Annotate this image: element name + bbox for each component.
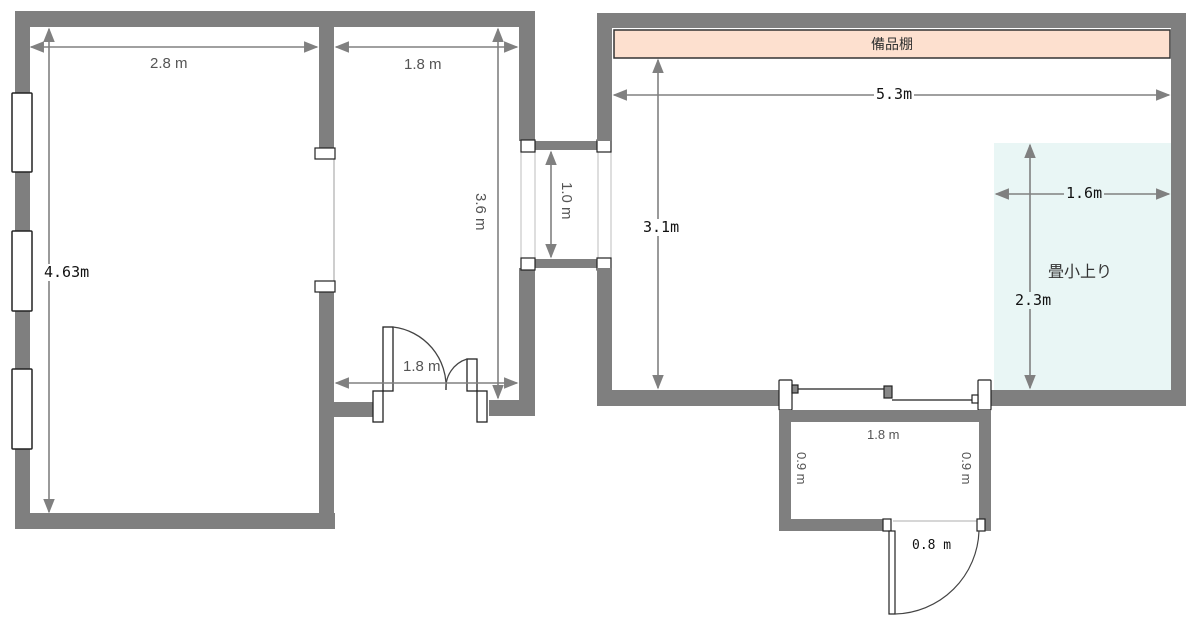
vestibule-width-label: 1.8 m [867, 427, 900, 442]
supply-shelf [613, 29, 1171, 59]
vestibule-door-width-label: 0.8 m [912, 538, 952, 553]
corridor-length-label: 1.0 m [558, 182, 575, 220]
left-wall-windows [11, 92, 33, 450]
window-icon [11, 92, 33, 173]
sliding-door [778, 379, 992, 411]
vestibule-left-depth-label: 0.9 m [794, 452, 809, 485]
vestibule-right-depth-label: 0.9 m [959, 452, 974, 485]
shelf-label: 備品棚 [871, 37, 913, 53]
tatami-width-label: 1.6m [1064, 184, 1105, 202]
right-building-walls [597, 13, 1186, 406]
right-room-height-label: 3.1m [641, 218, 682, 236]
tatami-area [994, 143, 1171, 390]
corridor [520, 139, 612, 271]
vestibule-door [888, 530, 980, 615]
window-icon [11, 368, 33, 450]
window-icon [11, 230, 33, 312]
left-room-height-label: 4.63m [42, 263, 92, 281]
left-room-width-label: 2.8 m [150, 55, 188, 72]
left-building-walls [15, 11, 535, 529]
vestibule-walls [779, 410, 991, 531]
middle-room-width-label: 1.8 m [404, 56, 442, 73]
middle-room-height-label: 3.6 m [472, 193, 489, 231]
tatami-area-label: 畳小上り [1048, 262, 1113, 281]
tatami-height-label: 2.3m [1013, 291, 1054, 309]
middle-entrance-width-label: 1.8 m [403, 358, 441, 375]
right-room-width-label: 5.3m [874, 85, 915, 103]
